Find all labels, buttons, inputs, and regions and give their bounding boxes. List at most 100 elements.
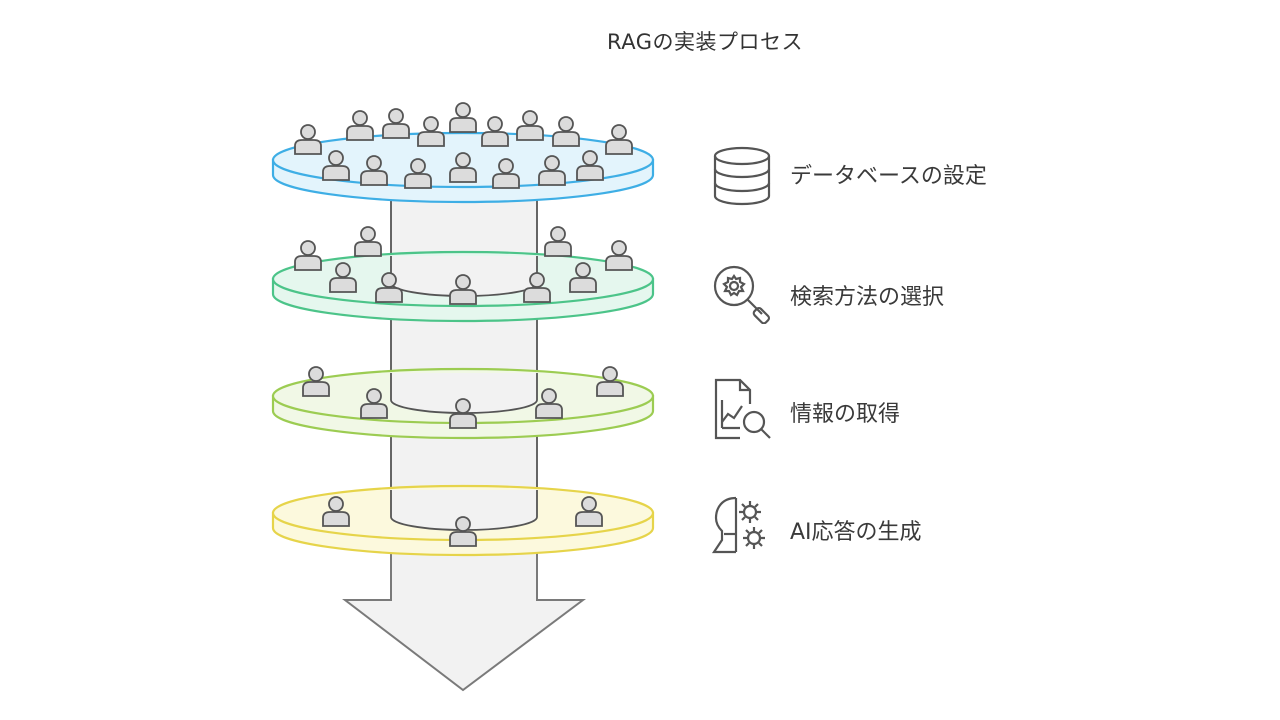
person-body xyxy=(346,125,374,141)
document-chart-search-icon xyxy=(714,378,771,440)
layer-1-person xyxy=(605,124,633,155)
person-head xyxy=(300,240,316,256)
person-head xyxy=(529,272,545,288)
step-label-retrieve: 情報の取得 xyxy=(790,402,901,427)
step-label-generate: AI応答の生成 xyxy=(790,520,922,545)
layer-4-person xyxy=(322,496,350,527)
person-head xyxy=(541,388,557,404)
layer-1-person xyxy=(481,116,509,147)
down-arrow xyxy=(342,539,586,692)
person-head xyxy=(352,110,368,126)
layer-1-person xyxy=(492,158,520,189)
person-body xyxy=(449,531,477,547)
person-body xyxy=(294,139,322,155)
person-body xyxy=(576,165,604,181)
person-body xyxy=(404,173,432,189)
layer-1-person xyxy=(360,155,388,186)
person-head xyxy=(455,398,471,414)
layer-3-person xyxy=(302,366,330,397)
person-body xyxy=(449,167,477,183)
person-head xyxy=(455,274,471,290)
layer-4-person xyxy=(575,496,603,527)
person-body xyxy=(417,131,445,147)
person-body xyxy=(302,381,330,397)
layer-1-person xyxy=(294,124,322,155)
step-label-search: 検索方法の選択 xyxy=(790,285,945,310)
person-body xyxy=(516,125,544,141)
person-head xyxy=(335,262,351,278)
person-body xyxy=(360,170,388,186)
layer-1-person xyxy=(382,108,410,139)
person-head xyxy=(582,150,598,166)
gear-search-icon xyxy=(713,265,771,324)
person-head xyxy=(498,158,514,174)
person-head xyxy=(360,226,376,242)
person-head xyxy=(455,102,471,118)
person-body xyxy=(449,117,477,133)
database-icon xyxy=(713,146,771,206)
step-label-database: データベースの設定 xyxy=(790,164,987,189)
person-head xyxy=(366,155,382,171)
person-head xyxy=(581,496,597,512)
person-body xyxy=(605,139,633,155)
layer-1-person xyxy=(576,150,604,181)
layer-3-person xyxy=(449,398,477,429)
person-body xyxy=(596,381,624,397)
layer-1-person xyxy=(346,110,374,141)
layer-2-person xyxy=(605,240,633,271)
person-head xyxy=(522,110,538,126)
ai-head-gears-icon xyxy=(711,496,765,554)
person-body xyxy=(382,123,410,139)
person-body xyxy=(322,165,350,181)
person-body xyxy=(354,241,382,257)
layer-2-person xyxy=(544,226,572,257)
layer-3-person xyxy=(596,366,624,397)
person-head xyxy=(423,116,439,132)
person-head xyxy=(381,272,397,288)
person-body xyxy=(538,170,566,186)
layer-1-person xyxy=(449,152,477,183)
person-body xyxy=(569,277,597,293)
person-body xyxy=(329,277,357,293)
person-head xyxy=(455,152,471,168)
person-head xyxy=(544,155,560,171)
person-body xyxy=(575,511,603,527)
layer-4-person xyxy=(449,516,477,547)
layer-2-person xyxy=(449,274,477,305)
person-head xyxy=(602,366,618,382)
layer-2-person xyxy=(329,262,357,293)
person-body xyxy=(449,413,477,429)
person-head xyxy=(366,388,382,404)
person-body xyxy=(544,241,572,257)
layer-2-person xyxy=(523,272,551,303)
person-body xyxy=(552,131,580,147)
layer-3-person xyxy=(535,388,563,419)
layer-1-person xyxy=(404,158,432,189)
person-body xyxy=(449,289,477,305)
person-head xyxy=(611,240,627,256)
layer-2-person xyxy=(294,240,322,271)
layer-1-person xyxy=(417,116,445,147)
person-head xyxy=(558,116,574,132)
layer-1-person xyxy=(449,102,477,133)
person-head xyxy=(308,366,324,382)
layer-2-person xyxy=(375,272,403,303)
person-body xyxy=(481,131,509,147)
layer-1-person xyxy=(322,150,350,181)
diagram-title: RAGの実装プロセス xyxy=(606,30,803,54)
layer-2-person xyxy=(354,226,382,257)
person-body xyxy=(322,511,350,527)
person-head xyxy=(575,262,591,278)
person-head xyxy=(328,150,344,166)
layer-1-person xyxy=(538,155,566,186)
layer-1-person xyxy=(516,110,544,141)
person-body xyxy=(523,287,551,303)
layer-1-person xyxy=(552,116,580,147)
person-body xyxy=(375,287,403,303)
person-head xyxy=(487,116,503,132)
person-body xyxy=(294,255,322,271)
person-body xyxy=(360,403,388,419)
layer-2-person xyxy=(569,262,597,293)
